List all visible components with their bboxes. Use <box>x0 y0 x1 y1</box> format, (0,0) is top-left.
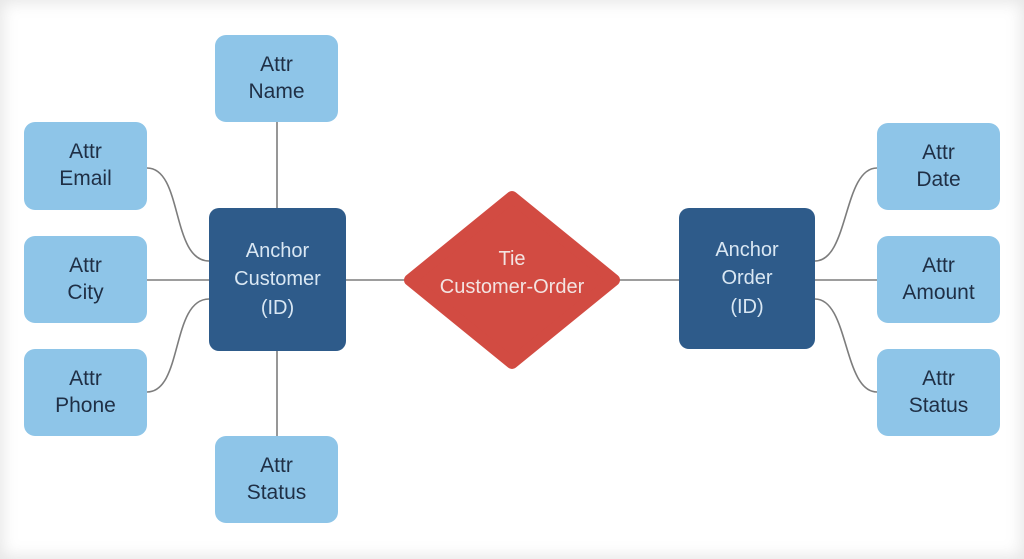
node-label: Attr Date <box>916 140 961 191</box>
node-attr-status-customer: Attr Status <box>215 436 338 523</box>
edge-order-date <box>814 167 878 262</box>
node-label: Attr Name <box>248 52 305 103</box>
node-attr-city: Attr City <box>24 236 147 323</box>
node-label: Attr Status <box>908 366 969 417</box>
node-label: Attr Amount <box>902 253 975 304</box>
edge-order-status <box>814 298 878 393</box>
node-attr-amount: Attr Amount <box>877 236 1000 323</box>
node-label: Anchor Customer (ID) <box>234 239 321 319</box>
node-attr-status-order: Attr Status <box>877 349 1000 436</box>
node-attr-phone: Attr Phone <box>24 349 147 436</box>
node-anchor-order: Anchor Order (ID) <box>679 208 815 349</box>
tie-diamond-shape <box>404 191 620 369</box>
edge-email-customer <box>146 167 210 262</box>
node-label: Attr Email <box>59 140 112 190</box>
edge-phone-customer <box>146 298 210 393</box>
node-label: Attr Phone <box>55 366 116 417</box>
node-label: Anchor Order (ID) <box>715 238 779 318</box>
node-label: Attr Status <box>246 453 307 504</box>
node-attr-email: Attr Email <box>24 122 147 210</box>
node-anchor-customer: Anchor Customer (ID) <box>209 208 346 351</box>
node-label: Attr City <box>67 253 104 304</box>
node-attr-name: Attr Name <box>215 35 338 122</box>
node-label: Tie Customer-Order <box>439 248 585 298</box>
node-tie-customer-order: Tie Customer-Order <box>404 191 620 369</box>
node-attr-date: Attr Date <box>877 123 1000 210</box>
